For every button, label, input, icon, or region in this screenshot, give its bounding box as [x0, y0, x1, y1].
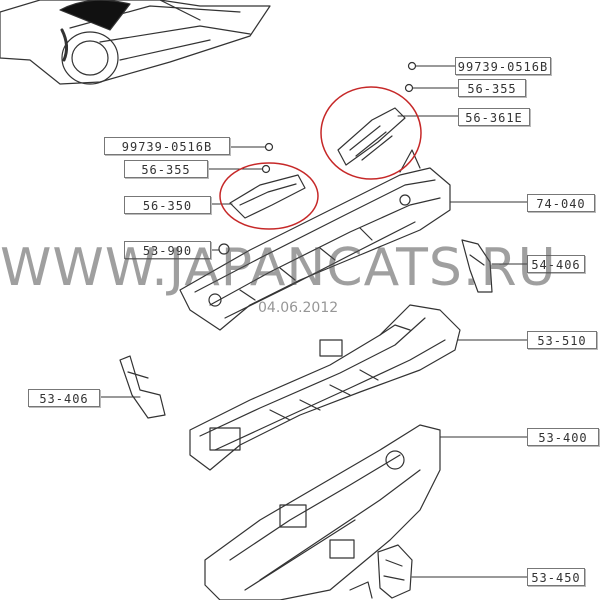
label-56-355-top[interactable]: 56-355: [458, 79, 526, 97]
leader-lines: [99, 65, 528, 578]
highlight-56-361e: [320, 86, 422, 180]
label-56-350[interactable]: 56-350: [124, 196, 211, 214]
highlight-56-350: [219, 162, 319, 230]
car-thumbnail: [0, 0, 271, 85]
label-53-406[interactable]: 53-406: [28, 389, 100, 407]
part-56-361e: [337, 107, 406, 166]
label-53-400[interactable]: 53-400: [527, 428, 599, 446]
cowl-panel: [179, 149, 451, 331]
label-54-406[interactable]: 54-406: [527, 255, 585, 273]
label-56-355-left[interactable]: 56-355: [124, 160, 208, 178]
label-53-990[interactable]: 53-990: [124, 241, 211, 259]
dash-panel: [189, 304, 461, 471]
label-53-510[interactable]: 53-510: [527, 331, 597, 349]
fasteners: [218, 61, 417, 255]
label-56-361e[interactable]: 56-361E: [458, 108, 530, 126]
part-53-450: [349, 544, 413, 599]
highlight-circles: [219, 86, 422, 230]
part-56-350: [229, 174, 306, 219]
label-99739-0516b-top[interactable]: 99739-0516B: [455, 57, 551, 75]
label-99739-0516b-left[interactable]: 99739-0516B: [104, 137, 230, 155]
label-53-450[interactable]: 53-450: [527, 568, 585, 586]
bracket-54-406: [461, 239, 493, 293]
lower-panel: [204, 424, 441, 600]
bracket-53-406: [119, 355, 166, 419]
label-74-040[interactable]: 74-040: [527, 194, 595, 212]
